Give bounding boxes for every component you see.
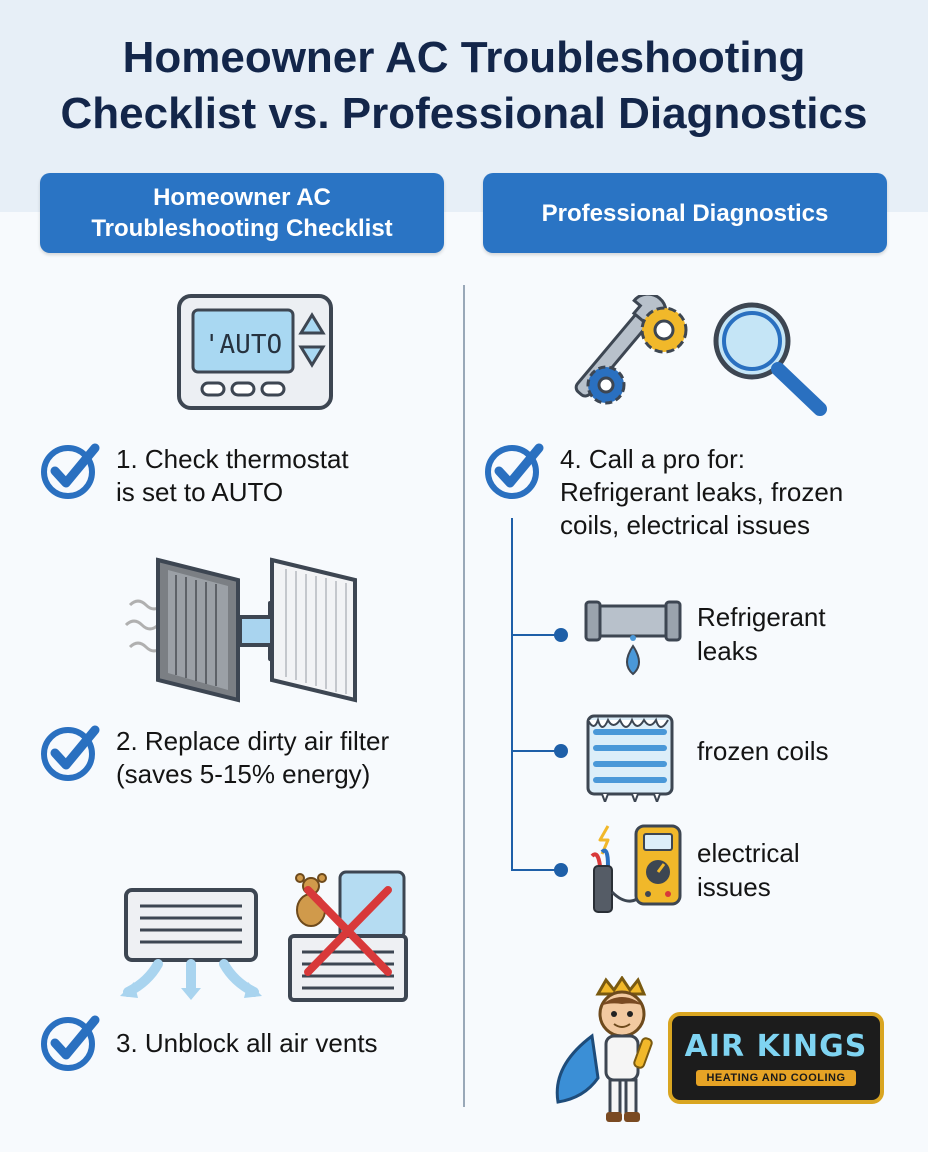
step-1-line-2: is set to AUTO: [116, 477, 284, 507]
issue-tree-node: [554, 628, 568, 642]
mascot-king-icon: [555, 976, 653, 1122]
step-4-line-2: Refrigerant leaks, frozen: [560, 477, 844, 507]
step-2-text: 2. Replace dirty air filter (saves 5-15%…: [116, 725, 389, 791]
issue-2-line-1: frozen coils: [697, 736, 829, 766]
frozen-coil-icon: [586, 714, 674, 802]
homeowner-header-line-2: Troubleshooting Checklist: [91, 215, 393, 242]
issue-tree-branch: [511, 750, 561, 752]
issue-tree-trunk: [511, 518, 513, 870]
thermostat-icon: 'AUTO: [177, 294, 333, 410]
issue-tree-branch: [511, 869, 561, 871]
issue-1-line-2: leaks: [697, 636, 758, 666]
leaking-pipe-icon: [584, 600, 682, 676]
checkmark-icon: [41, 725, 100, 781]
column-divider: [463, 285, 465, 1107]
issue-1-line-1: Refrigerant: [697, 602, 826, 632]
step-2-line-1: 2. Replace dirty air filter: [116, 726, 390, 756]
step-4-text: 4. Call a pro for: Refrigerant leaks, fr…: [560, 443, 843, 542]
issue-3-line-1: electrical: [697, 838, 800, 868]
issue-tree-node: [554, 744, 568, 758]
issue-refrigerant-leaks: Refrigerant leaks: [697, 600, 826, 668]
wrench-gears-magnifier-icon: [574, 295, 827, 416]
checkmark-icon: [41, 443, 100, 499]
step-3-text: 3. Unblock all air vents: [116, 1027, 378, 1060]
page-title-line-2: Checklist vs. Professional Diagnostics: [60, 89, 868, 138]
issue-tree-branch: [511, 634, 561, 636]
checkmark-icon: [41, 1015, 100, 1071]
step-4-line-1: 4. Call a pro for:: [560, 444, 745, 474]
multimeter-icon: [590, 824, 682, 913]
issue-frozen-coils: frozen coils: [697, 734, 829, 768]
issue-electrical-issues: electrical issues: [697, 836, 800, 904]
step-2-line-2: (saves 5-15% energy): [116, 759, 371, 789]
step-1-text: 1. Check thermostat is set to AUTO: [116, 443, 349, 509]
step-3-line-1: 3. Unblock all air vents: [116, 1028, 378, 1058]
thermostat-display-text: 'AUTO: [204, 330, 282, 360]
air-kings-logo: AIR KINGS HEATING AND COOLING: [668, 1012, 884, 1104]
homeowner-header-line-1: Homeowner AC: [153, 184, 331, 211]
homeowner-checklist-header: Homeowner AC Troubleshooting Checklist: [40, 173, 444, 253]
issue-3-line-2: issues: [697, 872, 771, 902]
air-vent-blocked-icon: [120, 870, 408, 1002]
air-filter-replace-icon: [124, 557, 357, 703]
issue-tree-node: [554, 863, 568, 877]
logo-brand-name: AIR KINGS: [684, 1029, 868, 1064]
professional-diagnostics-header: Professional Diagnostics: [483, 173, 887, 253]
step-1-line-1: 1. Check thermostat: [116, 444, 349, 474]
page-title-line-1: Homeowner AC Troubleshooting: [122, 33, 806, 82]
logo-tagline: HEATING AND COOLING: [696, 1070, 856, 1086]
checkmark-icon: [485, 443, 544, 499]
page-title: Homeowner AC Troubleshooting Checklist v…: [0, 30, 928, 142]
step-4-line-3: coils, electrical issues: [560, 510, 810, 540]
